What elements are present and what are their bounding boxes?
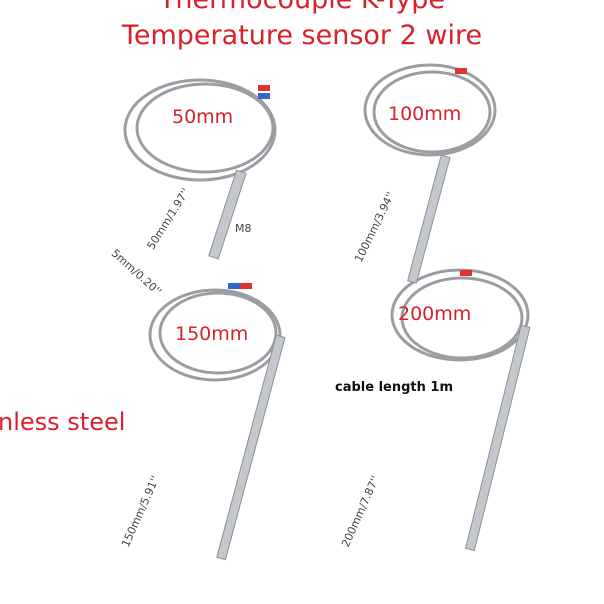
- title-line-1: Thermocouple K-Type: [0, 0, 604, 15]
- size-label-50: 50mm: [172, 106, 234, 128]
- wire-tips: [228, 68, 472, 289]
- cable-coils: [123, 63, 530, 382]
- thread-label: M8: [235, 222, 252, 235]
- material-text: nless steel: [0, 408, 126, 436]
- title-line-2: Temperature sensor 2 wire: [121, 20, 483, 51]
- size-label-100: 100mm: [388, 103, 462, 125]
- size-label-150: 150mm: [175, 323, 249, 345]
- probes: [208, 154, 531, 561]
- cable-length-note: cable length 1m: [335, 380, 454, 395]
- size-label-200: 200mm: [398, 303, 472, 325]
